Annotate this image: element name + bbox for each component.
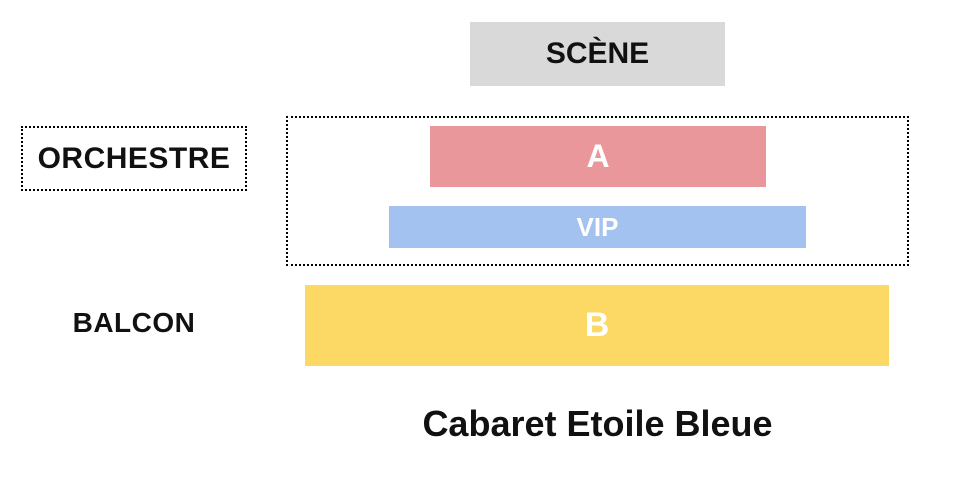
section-a[interactable]: A bbox=[430, 126, 766, 187]
balcon-zone-label-box: BALCON bbox=[21, 300, 247, 346]
orchestre-zone-label: ORCHESTRE bbox=[37, 141, 231, 175]
section-vip-label: VIP bbox=[576, 211, 619, 242]
section-a-label: A bbox=[586, 138, 610, 174]
balcon-zone-label: BALCON bbox=[72, 307, 196, 338]
section-vip[interactable]: VIP bbox=[389, 206, 806, 248]
venue-title: Cabaret Etoile Bleue bbox=[422, 403, 773, 444]
section-b[interactable]: B bbox=[305, 285, 889, 366]
stage-box: SCÈNE bbox=[470, 22, 725, 86]
stage-label: SCÈNE bbox=[545, 37, 650, 70]
orchestre-zone-label-box: ORCHESTRE bbox=[21, 126, 247, 191]
section-b-label: B bbox=[584, 306, 610, 344]
orchestre-zone-container: A VIP bbox=[286, 116, 909, 266]
